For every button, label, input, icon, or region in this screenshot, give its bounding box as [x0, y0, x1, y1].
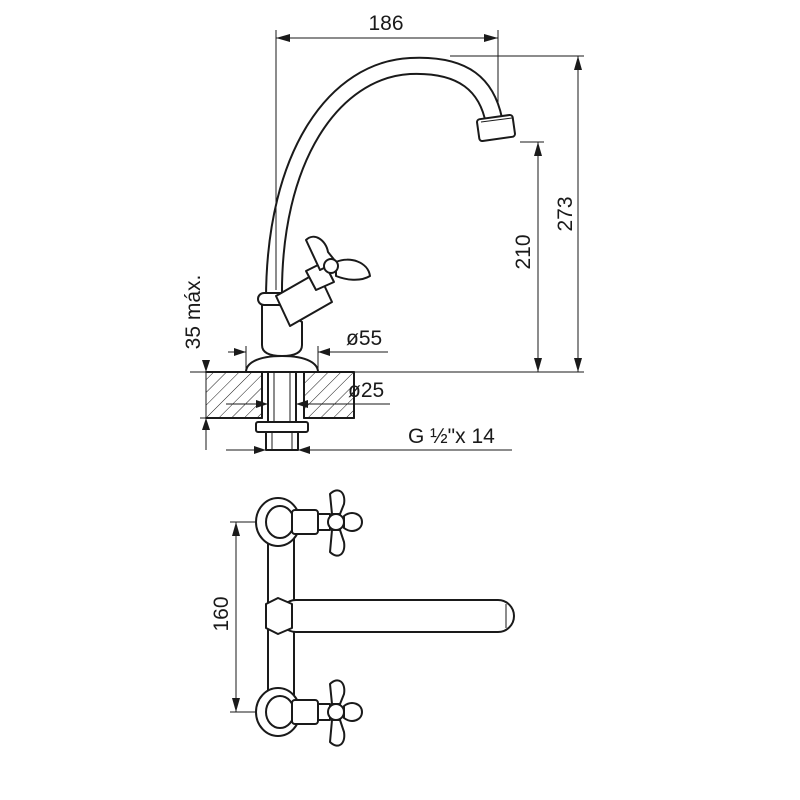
cross-handle-side: [305, 235, 371, 281]
dim-160-label: 160: [210, 596, 233, 631]
top-view: [230, 489, 515, 747]
threaded-shank: [255, 371, 309, 451]
dim-210-label: 210: [512, 234, 535, 269]
dim-diameter-55-label: ø55: [346, 327, 382, 350]
spout: [265, 56, 516, 301]
dim-35-max-label: 35 máx.: [182, 275, 205, 350]
dim-thread-label: G ½"x 14: [408, 425, 495, 448]
cross-handle-lower: [327, 679, 363, 747]
dim-diameter-25-label: ø25: [348, 379, 384, 402]
dim-273-label: 273: [554, 196, 577, 231]
side-view: [205, 56, 516, 451]
base-flange: [245, 355, 319, 373]
dim-186-label: 186: [368, 12, 403, 35]
cross-handle-upper: [327, 489, 363, 557]
dimension-lines: [190, 30, 584, 454]
valve-body: [257, 235, 371, 357]
countertop-section: [205, 371, 355, 419]
